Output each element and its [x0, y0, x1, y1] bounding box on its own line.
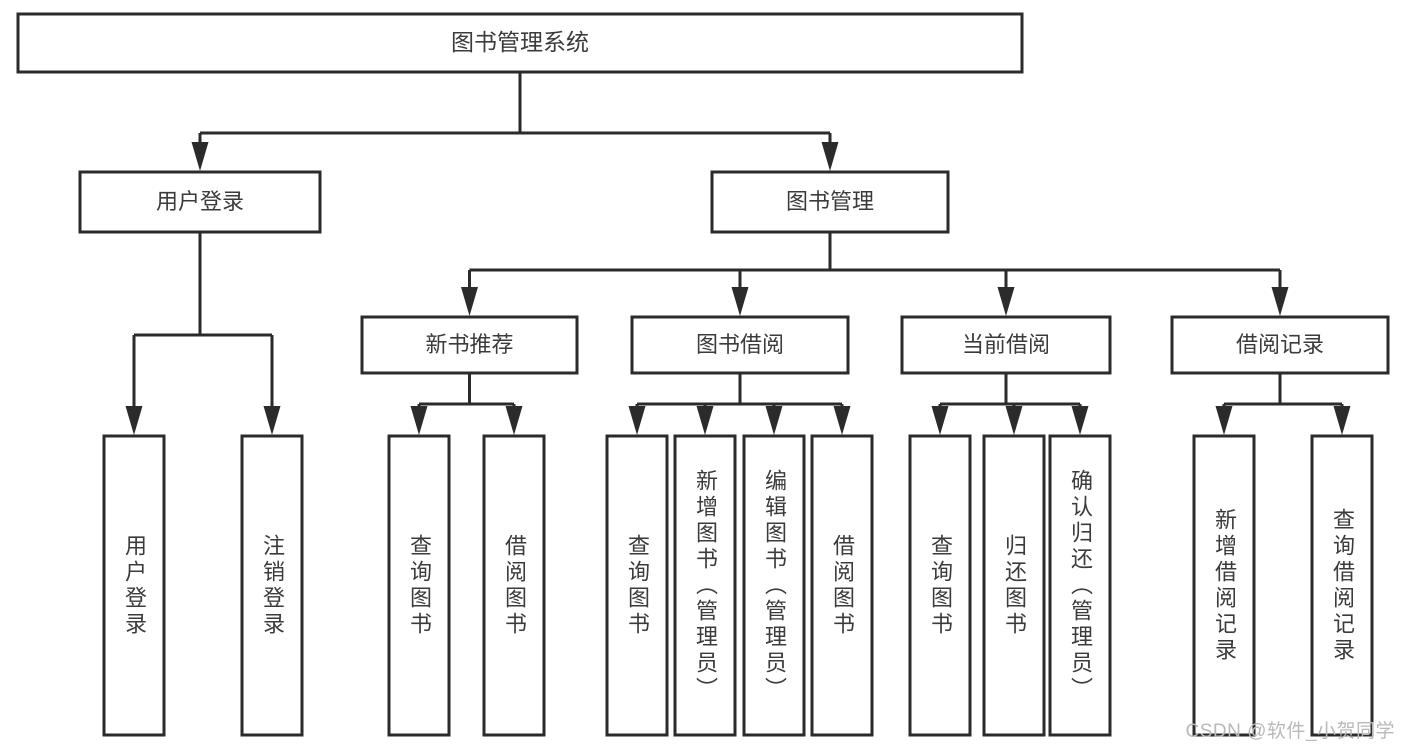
node-current-1[interactable]	[908, 434, 972, 737]
connector-group-login	[125, 232, 281, 435]
node-box[interactable]	[16, 12, 1024, 74]
node-box[interactable]	[630, 315, 850, 375]
node-box[interactable]	[908, 434, 972, 737]
node-records[interactable]: 借阅记录	[1170, 315, 1390, 375]
arrow-head-icon	[461, 287, 478, 316]
node-box[interactable]	[1310, 434, 1374, 737]
node-box[interactable]	[102, 434, 166, 737]
node-records-1[interactable]	[1192, 434, 1256, 737]
arrow-head-icon	[833, 406, 851, 435]
arrow-head-icon	[410, 406, 428, 435]
node-login-1[interactable]	[102, 434, 166, 737]
watermark-text: CSDN @软件_小贺同学	[1185, 721, 1395, 742]
node-newbook-1[interactable]	[387, 434, 451, 737]
node-box[interactable]	[1192, 434, 1256, 737]
arrow-head-icon	[731, 287, 749, 316]
arrow-head-icon	[628, 406, 646, 435]
arrow-head-icon	[997, 287, 1015, 316]
node-box[interactable]	[78, 170, 322, 234]
arrow-head-icon	[1271, 287, 1289, 316]
node-box[interactable]	[240, 434, 304, 737]
arrow-head-icon	[1071, 406, 1089, 435]
node-label: 借阅记录	[1236, 332, 1324, 357]
node-borrow-3[interactable]	[742, 434, 806, 737]
arrow-head-icon	[931, 406, 949, 435]
connector-group-newbook	[410, 373, 523, 435]
arrow-head-icon	[1005, 406, 1023, 435]
node-box[interactable]	[1048, 434, 1112, 737]
node-current-2[interactable]	[982, 434, 1046, 737]
connector-layer	[125, 72, 1351, 435]
node-label: 新书推荐	[425, 332, 513, 357]
node-login-2[interactable]	[240, 434, 304, 737]
arrow-head-icon	[263, 406, 281, 435]
node-box[interactable]	[810, 434, 874, 737]
node-bookmgmt[interactable]: 图书管理	[710, 170, 950, 234]
connector-group-root	[191, 72, 839, 171]
arrow-head-icon	[821, 142, 839, 171]
arrow-head-icon	[696, 406, 714, 435]
connector-group-borrow	[628, 373, 851, 435]
node-label: 图书借阅	[696, 332, 784, 357]
node-login[interactable]: 用户登录	[78, 170, 322, 234]
node-label: 用户登录	[156, 189, 244, 214]
node-current-3[interactable]	[1048, 434, 1112, 737]
arrow-head-icon	[1333, 406, 1351, 435]
node-borrow-1[interactable]	[605, 434, 669, 737]
node-newbook[interactable]: 新书推荐	[360, 315, 579, 375]
node-box[interactable]	[900, 315, 1112, 375]
node-box[interactable]	[360, 315, 579, 375]
node-current[interactable]: 当前借阅	[900, 315, 1112, 375]
node-box[interactable]	[605, 434, 669, 737]
node-box[interactable]	[982, 434, 1046, 737]
node-label: 图书管理	[786, 189, 874, 214]
node-borrow-2[interactable]	[673, 434, 737, 737]
connector-group-records	[1215, 373, 1351, 435]
node-records-2[interactable]	[1310, 434, 1374, 737]
arrow-head-icon	[1215, 406, 1233, 435]
node-label: 图书管理系统	[451, 29, 589, 55]
node-label: 当前借阅	[962, 332, 1050, 357]
node-box[interactable]	[673, 434, 737, 737]
node-borrow[interactable]: 图书借阅	[630, 315, 850, 375]
node-box[interactable]	[742, 434, 806, 737]
node-box[interactable]	[710, 170, 950, 234]
node-root[interactable]: 图书管理系统	[16, 12, 1024, 74]
node-borrow-4[interactable]	[810, 434, 874, 737]
arrow-head-icon	[765, 406, 783, 435]
node-box[interactable]	[482, 434, 546, 737]
arrow-head-icon	[505, 406, 523, 435]
arrow-head-icon	[125, 406, 143, 435]
connector-group-current	[931, 373, 1089, 435]
node-box[interactable]	[1170, 315, 1390, 375]
node-box[interactable]	[387, 434, 451, 737]
connector-group-bookmgmt	[461, 232, 1289, 316]
node-newbook-2[interactable]	[482, 434, 546, 737]
arrow-head-icon	[191, 142, 209, 171]
